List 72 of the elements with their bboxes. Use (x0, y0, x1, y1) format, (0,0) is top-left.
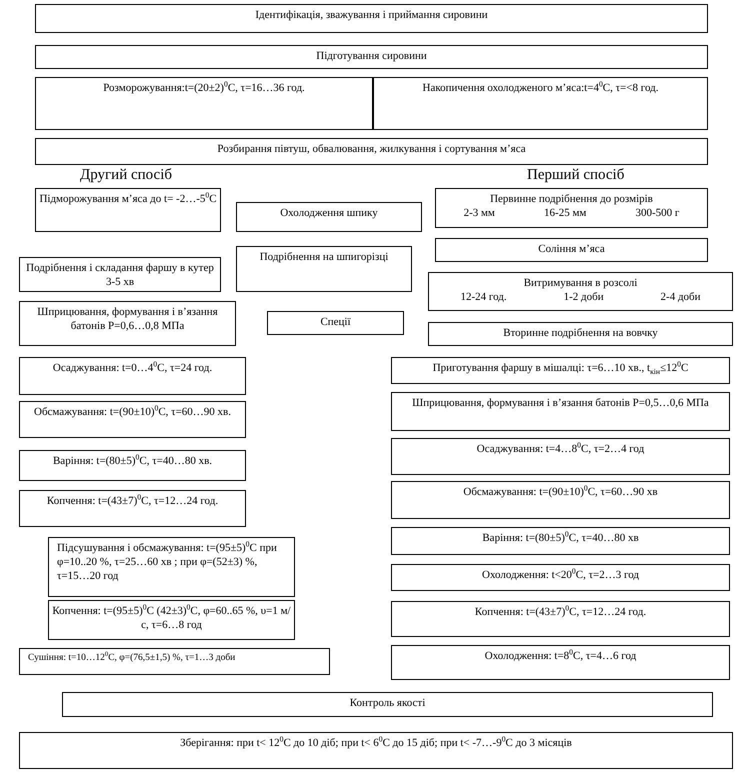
process-box (236, 246, 412, 292)
process-box (391, 438, 730, 475)
step-text: Осаджування: t=0…4$^{0}$C, τ=24 год. (52, 362, 214, 376)
step-text: Копчення: t=(43±7)$^{0}$C, τ=12…24 год. (46, 495, 220, 509)
step-text: Підготування сировини (315, 50, 428, 64)
step-text: Копчення: t=(95±5)$^{0}$C (42±3)$^{0}$C, φ=60..65 %, υ=1 м/с, τ=6…8 год (52, 605, 291, 632)
process-box (19, 301, 236, 346)
process-box (19, 490, 246, 527)
step-text: Підсушування і обсмажування: t=(95±5)$^{0}$C при φ=10..20 %, τ=25…60 хв ; при φ=(52±3) %, τ=15…20 год (57, 542, 278, 584)
process-box (391, 392, 730, 431)
step-text: Подрібнення на шпигорізці (258, 251, 390, 265)
step-text: Варіння: t=(80±5)$^{0}$C, τ=40…80 хв (481, 532, 640, 546)
step-text: Підморожування м’яса до t= -2…-5$^{0}$C (39, 193, 217, 207)
process-box (19, 357, 246, 395)
step-text: Шприцювання, формування і в’язання батонів P=0,6…0,8 МПа (36, 306, 219, 334)
step-text: Копчення: t=(43±7)$^{0}$C, τ=12…24 год. (474, 606, 648, 620)
parameter-value: 16-25 мм (544, 206, 586, 220)
process-box (267, 311, 404, 335)
process-box (35, 77, 373, 130)
step-text: Охолодження: t<20$^{0}$C, τ=2…3 год (481, 569, 640, 583)
step-text: Сушіння: t=10…12$^{0}$C, φ=(76,5±1,5) %, τ=1…3 доби (28, 653, 236, 665)
step-text: Зберігання: при t< 12$^{0}$C до 10 діб; при t< 6$^{0}$C до 15 діб; при t< -7…-9$^{0}$C до 3 місяців (179, 737, 573, 751)
step-text: Подрібнення і складання фаршу в кутер 3-5 хв (25, 262, 215, 290)
process-box (236, 202, 422, 232)
process-box (428, 272, 733, 311)
step-text: Соління м’яса (537, 243, 606, 257)
parameter-value: 1-2 доби (564, 290, 604, 304)
step-text: Накопичення охолодженого м’яса:t=4$^{0}$C, τ=<8 год. (422, 82, 660, 96)
process-box (48, 600, 295, 640)
step-text: Обсмажування: t=(90±10)$^{0}$C, τ=60…90 хв. (33, 406, 232, 420)
process-box (373, 77, 708, 130)
step-text: Шприцювання, формування і в’язання батонів P=0,5…0,6 МПа (411, 397, 710, 411)
process-box (428, 322, 733, 346)
process-box (391, 481, 730, 519)
process-box (35, 45, 708, 69)
parameter-value: 2-4 доби (660, 290, 701, 304)
process-box (35, 4, 708, 33)
step-text: Первинне подрібнення до розмірів (489, 193, 654, 207)
process-box (62, 692, 713, 717)
process-box (19, 648, 330, 675)
method-heading: Другий спосіб (80, 167, 172, 184)
process-box (391, 645, 730, 680)
parameter-value: 2-3 мм (464, 206, 495, 220)
step-text: Варіння: t=(80±5)$^{0}$C, τ=40…80 хв. (52, 455, 214, 469)
process-box (48, 537, 295, 597)
process-box (391, 527, 730, 555)
process-box (35, 188, 221, 232)
step-text: Ідентифікація, зважування і приймання сировини (254, 9, 489, 23)
step-text: Вторинне подрібнення на вовчку (502, 327, 659, 341)
process-box (19, 401, 246, 438)
parameter-value: 12-24 год. (460, 290, 507, 304)
step-text: Обсмажування: t=(90±10)$^{0}$C, τ=60…90 хв (462, 486, 659, 500)
process-box (19, 450, 246, 481)
step-text: Спеції (319, 316, 352, 330)
step-text: Контроль якості (348, 697, 426, 711)
step-text: Приготування фаршу в мішалці: τ=6…10 хв., t$_{кін}$≤12$^{0}$C (432, 362, 690, 376)
step-text: Осаджування: t=4…8$^{0}$C, τ=2…4 год (476, 443, 646, 457)
step-text: Витримування в розсолі (522, 277, 638, 291)
process-box (435, 238, 708, 262)
process-box (35, 138, 708, 165)
process-box (391, 564, 730, 591)
process-box (391, 601, 730, 637)
method-heading: Перший спосіб (527, 167, 624, 184)
process-box (435, 188, 708, 228)
process-box (19, 732, 733, 769)
process-box (391, 357, 730, 384)
parameter-value: 300-500 г (636, 206, 680, 220)
step-text: Охолодження: t=8$^{0}$C, τ=4…6 год (484, 650, 638, 664)
process-box (19, 257, 221, 292)
step-text: Розбирання півтуш, обвалювання, жилкування і сортування м’яса (216, 143, 527, 157)
step-text: Розморожування:t=(20±2)$^{0}$C, τ=16…36 год. (102, 82, 306, 96)
step-text: Охолодження шпику (279, 207, 379, 221)
